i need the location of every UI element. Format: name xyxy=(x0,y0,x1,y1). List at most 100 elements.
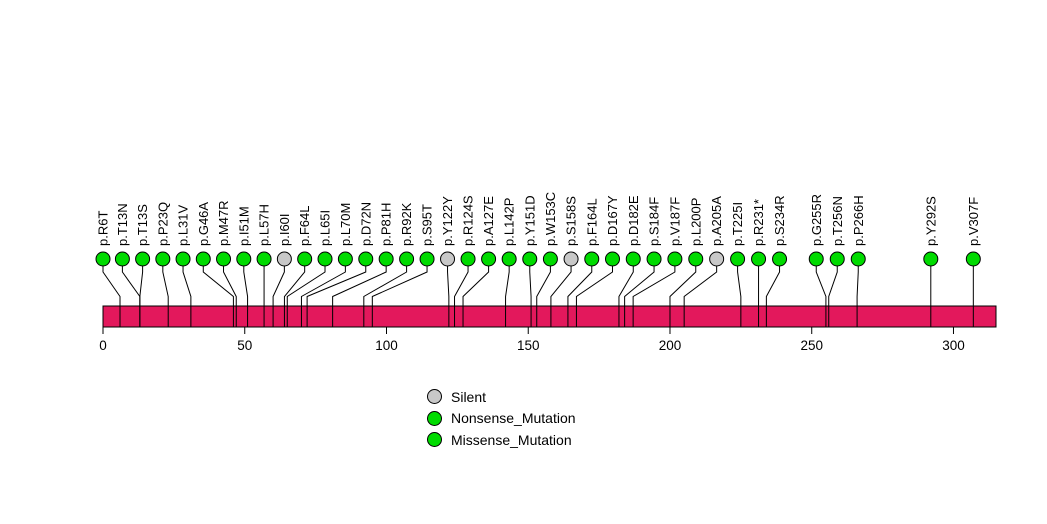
nonsense-swatch-icon xyxy=(427,410,442,426)
mutation-label: p.Y151D xyxy=(522,195,537,246)
mutation-point xyxy=(850,251,866,267)
silent-swatch-icon xyxy=(427,389,442,405)
connector-line xyxy=(102,266,121,327)
mutation-label: p.G255R xyxy=(809,194,824,246)
mutation-point xyxy=(175,251,191,267)
connector-line xyxy=(737,266,742,327)
connector-line xyxy=(669,266,697,327)
mutation-point xyxy=(337,251,353,267)
mutation-label: p.D182E xyxy=(626,195,641,246)
axis-tick-label: 100 xyxy=(375,338,398,353)
mutation-label: p.L57H xyxy=(257,204,272,246)
mutation-point xyxy=(772,251,788,267)
connector-line xyxy=(182,266,192,327)
mutation-point xyxy=(317,251,333,267)
mutation-point xyxy=(135,251,151,267)
mutation-label: p.T13S xyxy=(135,204,150,246)
mutation-label: p.Y292S xyxy=(923,196,938,246)
mutation-label: p.P23Q xyxy=(155,202,170,246)
axis-tick-label: 150 xyxy=(517,338,540,353)
connector-line xyxy=(139,266,144,327)
mutation-label: p.F164L xyxy=(584,198,599,246)
mutation-point xyxy=(297,251,313,267)
mutation-label: p.S95T xyxy=(420,204,435,246)
mutation-point xyxy=(563,251,579,267)
mutation-label: p.R92K xyxy=(399,202,414,246)
connector-line xyxy=(286,266,326,327)
mutation-point xyxy=(256,251,272,267)
mutation-point xyxy=(965,251,981,267)
mutation-label: p.I51M xyxy=(236,206,251,246)
mutation-label: p.Y122Y xyxy=(440,196,455,246)
mutation-label: p.T225I xyxy=(730,202,745,246)
legend-label: Silent xyxy=(451,388,487,405)
mutation-point xyxy=(709,251,725,267)
mutation-label: p.L70M xyxy=(338,203,353,246)
legend: Silent Nonsense_Mutation Missense_Mutati… xyxy=(427,386,576,451)
mutation-label: p.V187F xyxy=(667,197,682,246)
legend-label: Missense_Mutation xyxy=(451,431,572,448)
connector-line xyxy=(765,266,781,327)
mutation-label: p.L31V xyxy=(176,204,191,246)
mutation-label: p.L65I xyxy=(318,210,333,246)
connector-line xyxy=(363,266,408,327)
mutation-point xyxy=(155,251,171,267)
mutation-label: p.M47R xyxy=(216,200,231,246)
connector-line xyxy=(371,266,428,327)
connector-line xyxy=(162,266,169,327)
legend-label: Nonsense_Mutation xyxy=(451,410,576,427)
mutation-label: p.A127E xyxy=(481,196,496,246)
connector-line xyxy=(283,266,306,327)
mutation-label: p.A205A xyxy=(709,196,724,246)
mutation-label: p.R6T xyxy=(96,211,111,246)
mutation-label: p.S184F xyxy=(647,197,662,246)
legend-row-missense: Missense_Mutation xyxy=(427,429,576,451)
connector-line xyxy=(536,266,551,327)
connector-line xyxy=(300,266,346,327)
mutation-point xyxy=(460,251,476,267)
mutation-label: p.L200P xyxy=(688,198,703,246)
mutation-point xyxy=(688,251,704,267)
mutation-point xyxy=(236,251,252,267)
mutation-point xyxy=(625,251,641,267)
mutation-point xyxy=(114,251,130,267)
mutation-label: p.D72N xyxy=(358,202,373,246)
connector-line xyxy=(332,266,387,327)
missense-swatch-icon xyxy=(427,432,442,448)
mutation-label: p.W153C xyxy=(543,192,558,246)
mutation-point xyxy=(667,251,683,267)
mutation-point xyxy=(829,251,845,267)
axis-tick-label: 200 xyxy=(659,338,682,353)
connector-line xyxy=(454,266,469,327)
connector-line xyxy=(272,266,285,327)
mutation-point xyxy=(276,251,292,267)
connector-line xyxy=(624,266,655,327)
protein-bar xyxy=(102,305,997,328)
mutation-point xyxy=(730,251,746,267)
mutation-point xyxy=(923,251,939,267)
mutation-point xyxy=(216,251,232,267)
mutation-label: p.S234R xyxy=(772,195,787,246)
connector-line xyxy=(243,266,249,327)
mutation-label: p.T13N xyxy=(115,203,130,246)
connector-line xyxy=(223,266,237,327)
mutation-label: p.S158S xyxy=(564,196,579,246)
mutation-label: p.F64L xyxy=(297,206,312,246)
mutation-point xyxy=(522,251,538,267)
axis-tick-label: 250 xyxy=(800,338,823,353)
axis-tick-label: 50 xyxy=(237,338,252,353)
mutation-label: p.I60I xyxy=(277,213,292,246)
mutation-point xyxy=(584,251,600,267)
mutation-label: p.V307F xyxy=(966,197,981,246)
mutation-point xyxy=(358,251,374,267)
mutation-label: p.R124S xyxy=(461,195,476,246)
axis-tick-label: 0 xyxy=(99,338,107,353)
mutation-label: p.P266H xyxy=(851,195,866,246)
legend-row-nonsense: Nonsense_Mutation xyxy=(427,408,576,430)
connector-line xyxy=(202,266,234,327)
mutation-label: p.T256N xyxy=(830,196,845,246)
mutation-point xyxy=(481,251,497,267)
connector-line xyxy=(529,266,532,327)
